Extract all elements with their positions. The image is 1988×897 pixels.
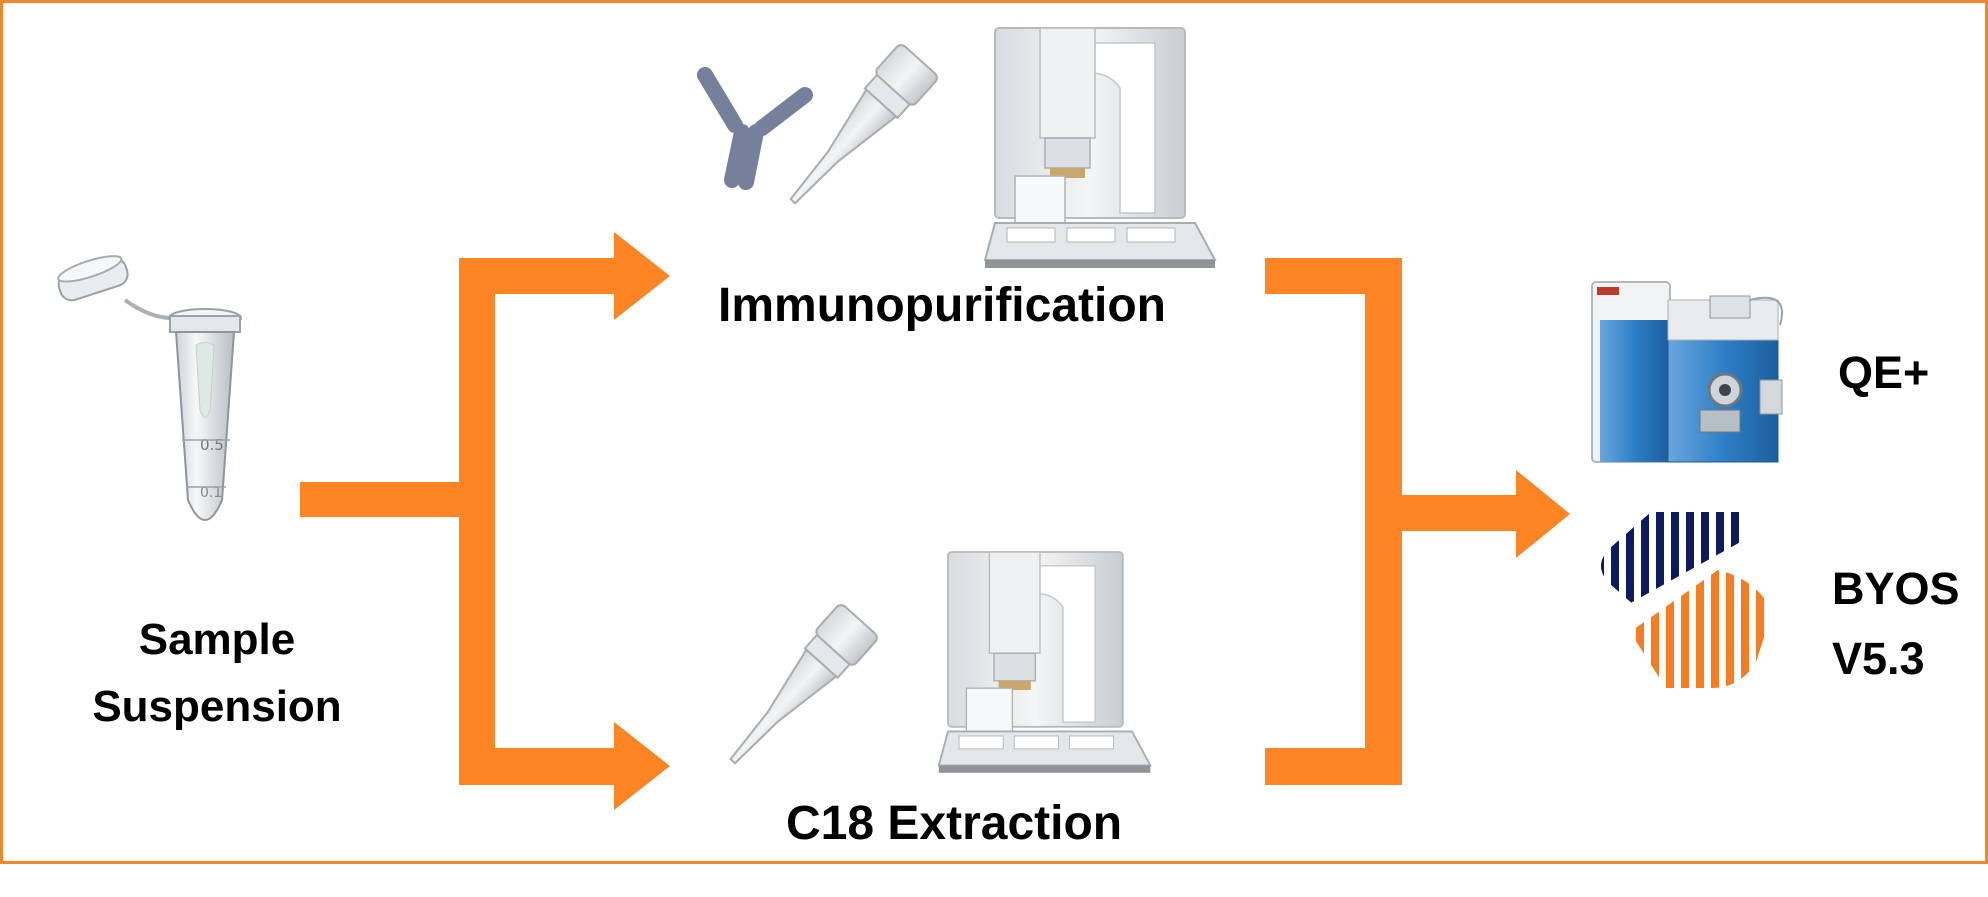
- arrow-branch-top: [459, 258, 617, 294]
- tube-mark-01: 0.1: [200, 485, 222, 501]
- antibody-icon: [697, 67, 813, 190]
- byos-version-label: V5.3: [1832, 633, 1925, 684]
- liquid-handler-robot-icon-bottom: [937, 551, 1152, 773]
- c18-extraction-label: C18 Extraction: [786, 797, 1123, 850]
- merge-arrow: [1265, 258, 1570, 785]
- arrowhead-top: [614, 232, 670, 320]
- pipette-tip-icon: [789, 44, 938, 205]
- merge-bottom-horizontal: [1265, 748, 1402, 785]
- arrowhead-bottom: [614, 722, 670, 810]
- tube-mark-05: 0.5: [200, 436, 224, 454]
- byos-label: BYOS: [1832, 563, 1960, 614]
- liquid-handler-robot-icon: [983, 27, 1217, 268]
- merge-vertical: [1365, 258, 1402, 785]
- arrow-bracket-vertical: [459, 258, 495, 785]
- merge-output-stem: [1400, 495, 1518, 531]
- arrow-stem-sample: [300, 482, 460, 517]
- immunopurification-label: Immunopurification: [718, 279, 1166, 332]
- qe-plus-label: QE+: [1838, 347, 1930, 398]
- arrowhead-output: [1516, 470, 1570, 558]
- mass-spectrometer-icon: [1591, 281, 1783, 463]
- frame-border: [0, 0, 1988, 864]
- arrow-branch-bottom: [459, 748, 617, 785]
- split-arrow: [300, 232, 670, 810]
- microcentrifuge-tube-icon: 0.5 0.1: [57, 255, 242, 521]
- byos-logo-icon: [1600, 512, 1764, 688]
- sample-label: Sample Suspension: [92, 615, 342, 731]
- pipette-tip-icon-bottom: [729, 604, 878, 765]
